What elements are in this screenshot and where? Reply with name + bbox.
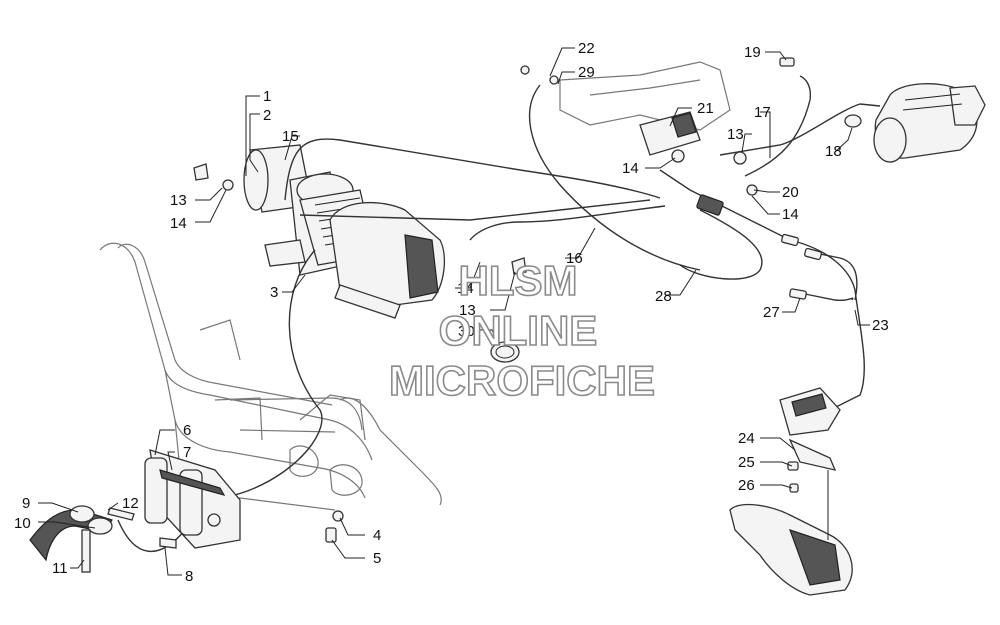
callout-21: 21 [697, 100, 714, 117]
callout-26: 26 [738, 477, 755, 494]
callout-13-right: 13 [727, 126, 744, 143]
callout-14-relay: 14 [622, 160, 639, 177]
callout-13-left: 13 [170, 192, 187, 209]
callout-13-center: 13 [459, 302, 476, 319]
callout-4: 4 [373, 527, 381, 544]
callout-3: 3 [270, 284, 278, 301]
callout-24: 24 [738, 430, 755, 447]
watermark-line-1: HLSM [459, 257, 578, 304]
handlebar-switch-assembly [729, 387, 853, 596]
callout-2: 2 [263, 107, 271, 124]
callout-labels: 1 2 15 13 14 3 6 7 8 9 10 11 12 4 5 14 1… [14, 40, 889, 585]
callout-12: 12 [122, 495, 139, 512]
callout-14-right: 14 [782, 206, 799, 223]
watermark: HLSM ONLINE MICROFICHE [388, 256, 656, 405]
harness-connector [696, 194, 822, 300]
callout-30: 30 [458, 323, 475, 340]
callout-17: 17 [754, 104, 771, 121]
callout-29: 29 [578, 64, 595, 81]
callout-5: 5 [373, 550, 381, 567]
callout-10: 10 [14, 515, 31, 532]
callout-23: 23 [872, 317, 889, 334]
callout-18: 18 [825, 143, 842, 160]
callout-7: 7 [183, 444, 191, 461]
callout-8: 8 [185, 568, 193, 585]
leader-lines [38, 47, 870, 576]
callout-28: 28 [655, 288, 672, 305]
callout-9: 9 [22, 495, 30, 512]
solenoid-relay [639, 111, 701, 163]
upper-bracket [559, 61, 731, 131]
callout-20: 20 [782, 184, 799, 201]
small-hardware [193, 65, 758, 543]
callout-15: 15 [282, 128, 299, 145]
callout-11: 11 [52, 560, 68, 577]
callout-14-center: 14 [457, 280, 474, 297]
roller-fairlead-mount [144, 449, 241, 549]
starter-motor [779, 57, 986, 163]
watermark-line-3: MICROFICHE [389, 357, 655, 404]
callout-27: 27 [763, 304, 780, 321]
callout-1: 1 [263, 88, 271, 105]
winch-assembly [243, 144, 446, 319]
hose-clamp [490, 341, 520, 363]
callout-25: 25 [738, 454, 755, 471]
watermark-line-2: ONLINE [439, 307, 598, 354]
callout-6: 6 [183, 422, 191, 439]
callout-16: 16 [566, 250, 583, 267]
callout-14-left: 14 [170, 215, 187, 232]
callout-19: 19 [744, 44, 761, 61]
callout-22: 22 [578, 40, 595, 57]
